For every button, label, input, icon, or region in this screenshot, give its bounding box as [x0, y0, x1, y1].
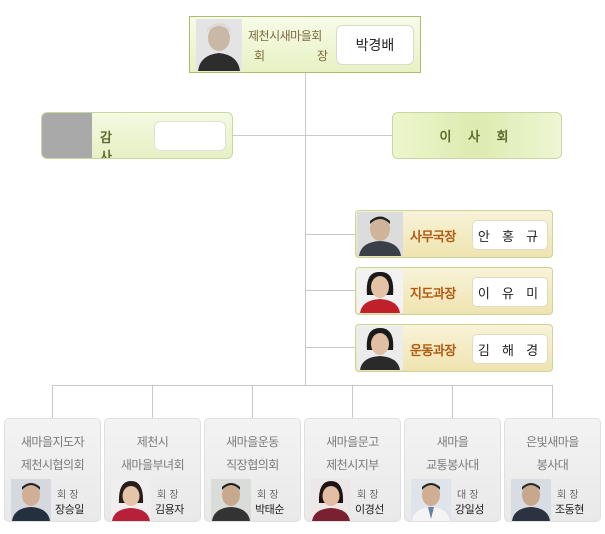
org-name-line1: 새마을 [436, 435, 469, 449]
staff-box-guidance-manager: 지도과장 이 유 미 [355, 267, 553, 315]
staff-role-3: 운동과장 [410, 344, 456, 359]
org-name-line2: 제천시지부 [326, 458, 379, 472]
connector-staff-2 [305, 290, 355, 291]
connector-orgs-horizontal [52, 385, 553, 386]
staff-role-2: 지도과장 [410, 287, 456, 302]
org-name-line1: 제천시 [136, 435, 169, 449]
org-leader-photo [411, 479, 451, 521]
audit-box: 감 사 [41, 112, 233, 159]
org-name-line1: 새마을문고 [326, 435, 379, 449]
org-name-line2: 교통봉사대 [426, 458, 479, 472]
connector-staff-3 [305, 347, 355, 348]
staff-name-2: 이 유 미 [472, 277, 548, 307]
connector-org-3 [252, 385, 253, 418]
org-leader-name: 조동현 [555, 503, 584, 516]
org-leader-title: 회 장 [157, 490, 179, 501]
org-box-2: 제천시 새마을부녀회 회 장 김용자 [104, 418, 201, 522]
staff-box-secretary-general: 사무국장 안 홍 규 [355, 210, 553, 258]
org-box-5: 새마을 교통봉사대 대 장 강일성 [404, 418, 501, 522]
org-leader-title: 회 장 [557, 490, 579, 501]
org-box-4: 새마을문고 제천시지부 회 장 이경선 [304, 418, 401, 522]
audit-label: 감 사 [100, 131, 122, 159]
president-title-char-2: 장 [316, 49, 328, 63]
org-leader-title: 회 장 [357, 490, 379, 501]
org-name-line2: 제천시협의회 [20, 458, 85, 472]
connector-org-6 [552, 385, 553, 418]
org-leader-title: 대 장 [457, 490, 479, 501]
president-title: 회 장 [254, 47, 328, 64]
staff-photo-2 [357, 269, 403, 313]
connector-main-vertical [305, 73, 306, 385]
org-name-line2: 새마을부녀회 [120, 458, 185, 472]
president-org: 제천시새마을회 [248, 29, 322, 43]
org-box-1: 새마을지도자 제천시협의회 회 장 장승일 [4, 418, 101, 522]
org-name-line1: 새마을운동 [226, 435, 279, 449]
org-leader-name: 김용자 [155, 503, 184, 516]
connector-staff-1 [305, 234, 355, 235]
staff-photo-3 [357, 326, 403, 370]
audit-photo-placeholder [42, 113, 92, 158]
org-leader-title: 회 장 [257, 490, 279, 501]
org-name-line1: 새마을지도자 [20, 435, 85, 449]
president-photo [196, 19, 242, 71]
org-leader-photo [111, 479, 151, 521]
connector-org-5 [452, 385, 453, 418]
org-box-6: 은빛새마을 봉사대 회 장 조동현 [504, 418, 601, 522]
org-name-line2: 직장협의회 [226, 458, 279, 472]
staff-name-1: 안 홍 규 [472, 220, 548, 250]
connector-audit-board [233, 135, 392, 136]
president-name: 박경배 [336, 25, 414, 65]
org-leader-photo [211, 479, 251, 521]
org-leader-photo [11, 479, 51, 521]
audit-name [154, 121, 226, 151]
org-leader-name: 강일성 [455, 503, 484, 516]
connector-org-2 [152, 385, 153, 418]
org-box-3: 새마을운동 직장협의회 회 장 박태순 [204, 418, 301, 522]
org-leader-title: 회 장 [57, 490, 79, 501]
org-leader-name: 박태순 [255, 503, 284, 516]
org-name-line2: 봉사대 [536, 458, 569, 472]
president-title-char-1: 회 [254, 49, 266, 63]
org-leader-photo [311, 479, 351, 521]
president-box: 제천시새마을회 회 장 박경배 [189, 16, 421, 73]
staff-photo-1 [357, 212, 403, 256]
org-leader-photo [511, 479, 551, 521]
org-name-line1: 은빛새마을 [526, 435, 579, 449]
board-box: 이 사 회 [392, 112, 562, 159]
org-leader-name: 이경선 [355, 503, 384, 516]
staff-name-3: 김 해 경 [472, 334, 548, 364]
connector-org-1 [52, 385, 53, 418]
staff-box-campaign-manager: 운동과장 김 해 경 [355, 324, 553, 372]
staff-role-1: 사무국장 [410, 230, 456, 245]
org-leader-name: 장승일 [55, 503, 84, 516]
connector-org-4 [352, 385, 353, 418]
